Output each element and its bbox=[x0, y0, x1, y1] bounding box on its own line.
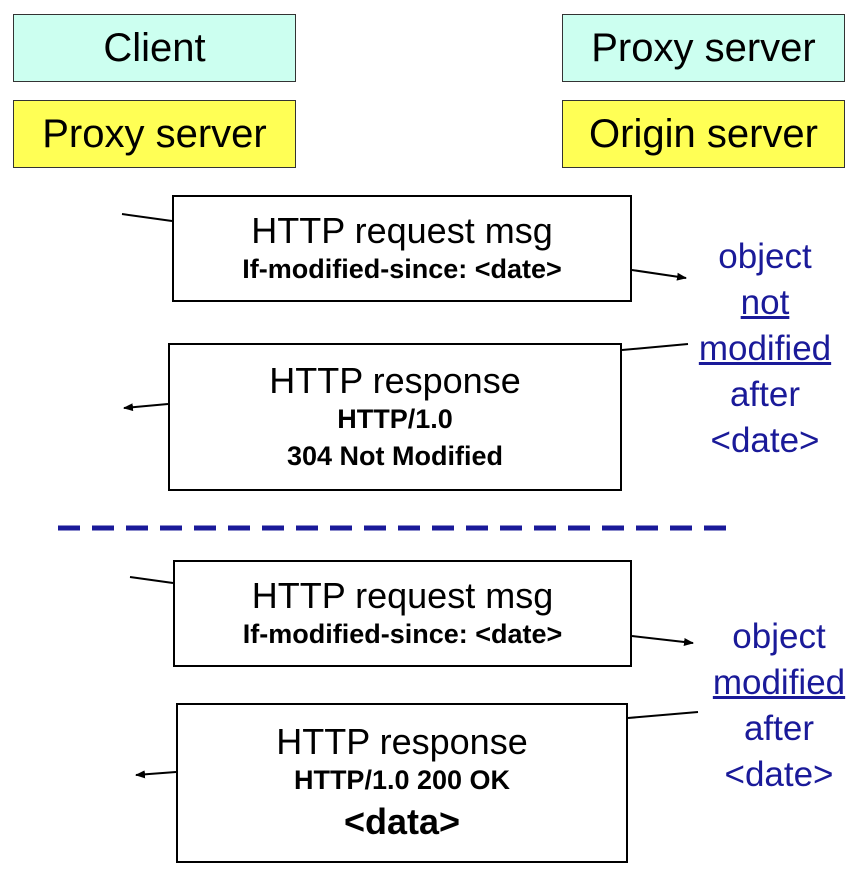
request-2-incoming-line bbox=[129, 576, 174, 584]
note-2-line2: modified bbox=[712, 663, 846, 702]
request-2-title: HTTP request msg bbox=[251, 574, 554, 616]
request-1-header: If-modified-since: <date> bbox=[242, 253, 562, 284]
response-2-incoming-line bbox=[627, 711, 699, 719]
request-1-title: HTTP request msg bbox=[251, 209, 553, 251]
legend-proxy-server-right: Proxy server bbox=[562, 14, 845, 82]
legend-client: Client bbox=[13, 14, 296, 82]
legend-origin-server-label: Origin server bbox=[589, 112, 818, 156]
legend-proxy-server-right-label: Proxy server bbox=[591, 26, 816, 70]
request-1-box: HTTP request msg If-modified-since: <dat… bbox=[172, 195, 632, 302]
legend-origin-server: Origin server bbox=[562, 100, 845, 168]
request-1-arrow bbox=[631, 269, 687, 281]
response-2-line1: HTTP/1.0 200 OK bbox=[293, 765, 511, 796]
response-1-title: HTTP response bbox=[269, 359, 521, 401]
note-modified: object modified after <date> bbox=[700, 614, 858, 798]
note-1-line3: modified bbox=[698, 329, 832, 368]
response-1-line1: HTTP/1.0 bbox=[337, 404, 453, 435]
request-2-box: HTTP request msg If-modified-since: <dat… bbox=[173, 560, 632, 667]
note-1-line4: after bbox=[729, 375, 801, 414]
note-2-line4: <date> bbox=[724, 755, 834, 794]
response-1-box: HTTP response HTTP/1.0 304 Not Modified bbox=[168, 343, 622, 491]
response-2-title: HTTP response bbox=[276, 720, 528, 762]
note-1-line5: <date> bbox=[710, 421, 820, 460]
note-1-line1: object bbox=[718, 237, 812, 276]
request-2-header: If-modified-since: <date> bbox=[242, 618, 563, 649]
response-2-box: HTTP response HTTP/1.0 200 OK <data> bbox=[176, 703, 628, 863]
response-1-arrow bbox=[123, 403, 169, 412]
note-1-line2: not bbox=[740, 283, 790, 322]
legend-client-label: Client bbox=[103, 26, 206, 70]
request-2-arrow bbox=[631, 635, 694, 646]
note-2-line3: after bbox=[743, 709, 815, 748]
response-2-data: <data> bbox=[343, 800, 461, 842]
note-not-modified: object not modified after <date> bbox=[690, 234, 840, 464]
request-1-incoming-line bbox=[121, 213, 173, 222]
note-2-line1: object bbox=[732, 617, 826, 656]
response-1-incoming-line bbox=[621, 343, 689, 351]
response-2-arrow bbox=[135, 770, 177, 779]
legend-proxy-server-left: Proxy server bbox=[13, 100, 296, 168]
response-1-line2: 304 Not Modified bbox=[286, 440, 503, 471]
legend-proxy-server-left-label: Proxy server bbox=[42, 112, 267, 156]
